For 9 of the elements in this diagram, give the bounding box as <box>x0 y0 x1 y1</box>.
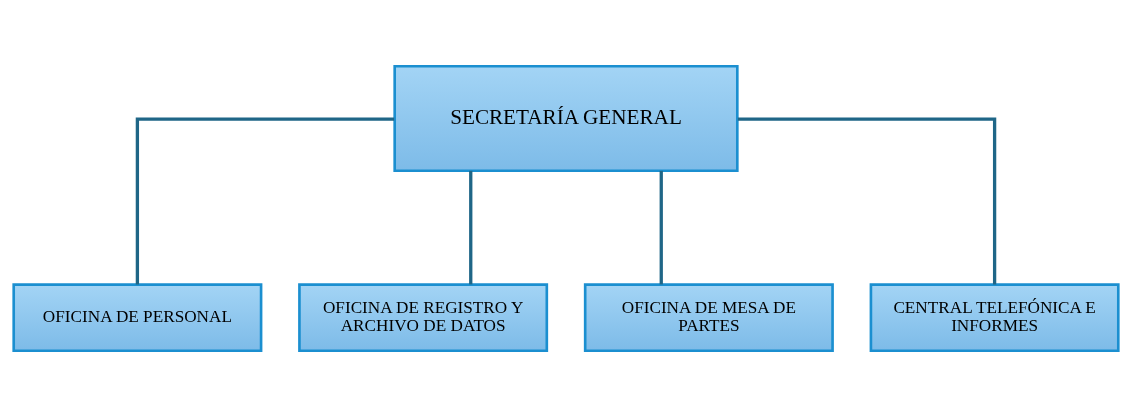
node-box: OFICINA DE PERSONAL <box>12 283 263 353</box>
connector <box>737 117 997 285</box>
connector <box>135 117 395 285</box>
node-box: OFICINA DE MESA DE PARTES <box>583 283 834 353</box>
connector <box>469 170 473 285</box>
node-box: CENTRAL TELEFÓNICA E INFORMES <box>869 283 1120 353</box>
node-box: OFICINA DE REGISTRO Y ARCHIVO DE DATOS <box>298 283 549 353</box>
node-box: SECRETARÍA GENERAL <box>393 64 739 173</box>
connector <box>659 170 663 285</box>
